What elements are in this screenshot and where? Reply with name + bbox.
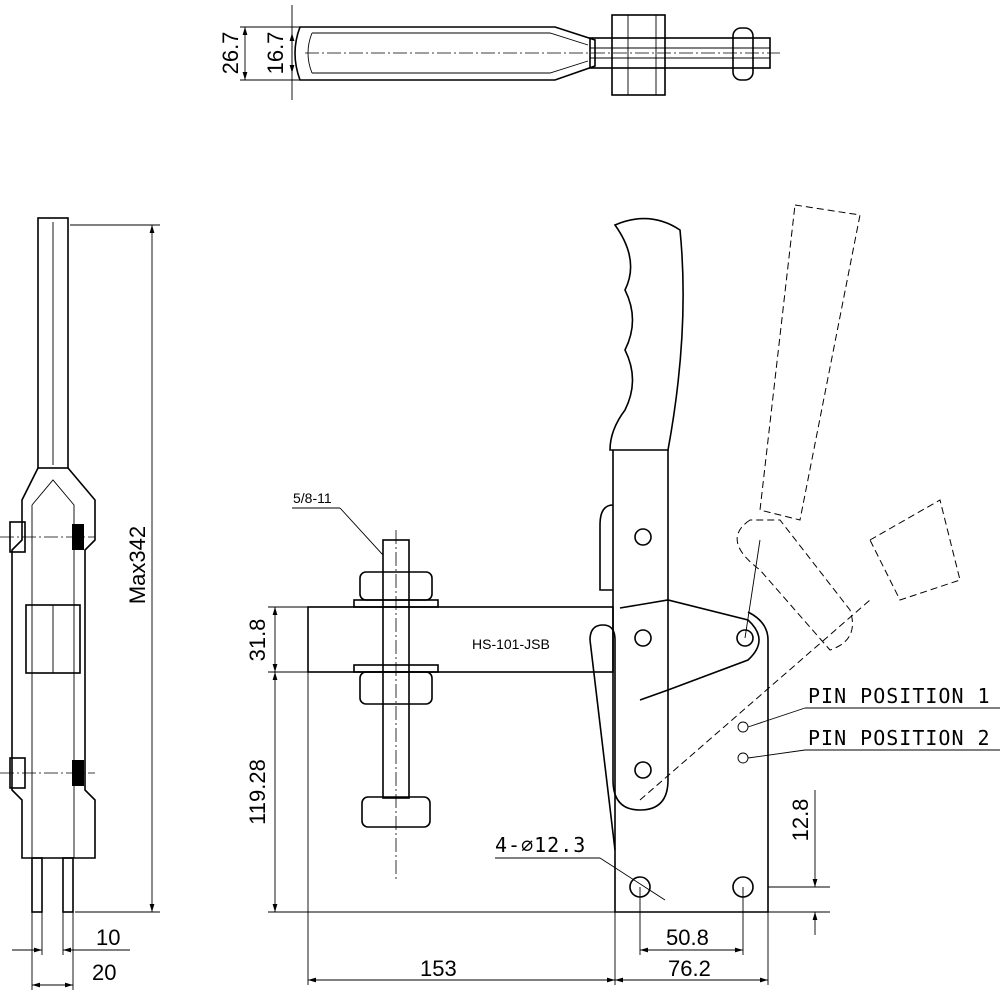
dim-top-inner-width: 16.7 — [263, 32, 288, 75]
model-label: HS-101-JSB — [472, 636, 550, 652]
side-view: Max342 10 20 — [0, 217, 160, 990]
front-view: HS-101-JSB 5/8-11 31.8 — [245, 204, 1000, 985]
dim-arm-length: 153 — [420, 956, 457, 981]
dim-side-20: 20 — [92, 960, 116, 985]
top-view: 26.7 16.7 — [218, 5, 780, 100]
dim-side-10: 10 — [96, 925, 120, 950]
dim-arm-to-base: 119.28 — [245, 759, 270, 825]
thread-label: 5/8-11 — [293, 490, 332, 506]
hole-label: 4-⌀12.3 — [495, 833, 586, 857]
dim-base-offset: 12.8 — [788, 799, 813, 842]
dim-max-height: Max342 — [125, 526, 150, 604]
dim-base-width: 76.2 — [668, 956, 711, 981]
pin-position-1-label: PIN POSITION 1 — [808, 684, 991, 708]
dim-top-outer-width: 26.7 — [218, 32, 243, 75]
pin-position-2-label: PIN POSITION 2 — [808, 726, 991, 750]
dim-arm-height: 31.8 — [245, 619, 270, 662]
dim-hole-spacing: 50.8 — [666, 925, 709, 950]
